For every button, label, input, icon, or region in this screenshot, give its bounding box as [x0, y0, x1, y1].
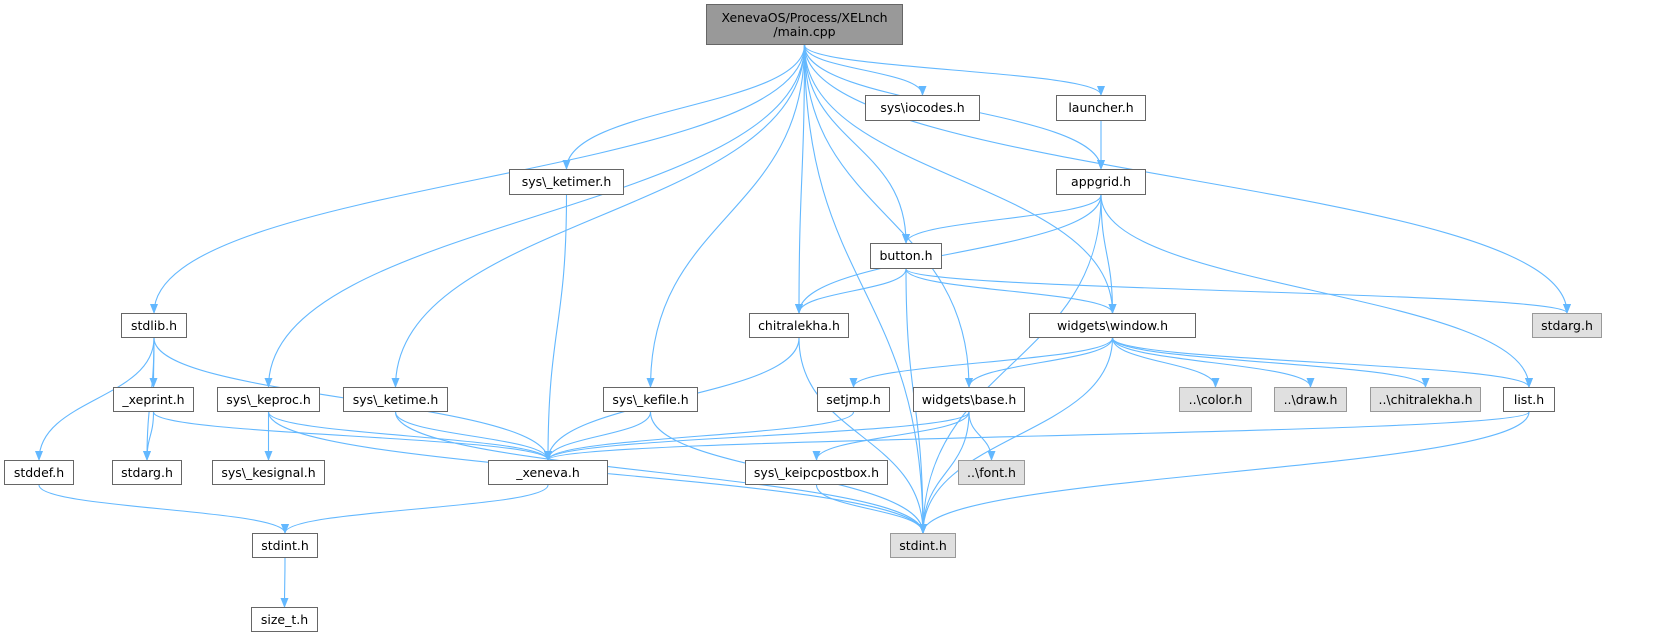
- edge-window-to-stdint_ext: [919, 337, 1114, 534]
- node-keproc[interactable]: sys\_keproc.h: [217, 387, 320, 412]
- edge-window-to-base: [965, 337, 1114, 388]
- edge-list-to-xeneva: [544, 411, 1530, 461]
- node-main[interactable]: XenevaOS/Process/XELnch /main.cpp: [706, 4, 903, 45]
- node-button[interactable]: button.h: [870, 243, 942, 269]
- node-stdint-ext[interactable]: stdint.h: [890, 533, 956, 558]
- node-launcher[interactable]: launcher.h: [1056, 95, 1146, 121]
- edge-chitralekha-to-stdint_ext: [798, 337, 927, 534]
- node-ketimer[interactable]: sys\_ketimer.h: [509, 169, 624, 195]
- node-xeprint[interactable]: _xeprint.h: [113, 387, 194, 412]
- edge-ipcpostbox-to-stdint_ext: [815, 484, 927, 534]
- edge-main-to-stdlib: [150, 44, 806, 314]
- node-kefile[interactable]: sys\_kefile.h: [603, 387, 698, 412]
- node-stdarg[interactable]: stdarg.h: [112, 460, 182, 485]
- edge-main-to-kefile: [646, 44, 806, 388]
- edge-main-to-launcher: [803, 44, 1105, 96]
- edge-xeneva-to-stdint: [281, 484, 549, 534]
- edge-list-to-stdint_ext: [919, 411, 1530, 534]
- edge-main-to-stdarg_ext: [803, 44, 1571, 314]
- node-ipcpostbox[interactable]: sys\_keipcpostbox.h: [745, 460, 888, 485]
- node-stdlib[interactable]: stdlib.h: [121, 313, 187, 338]
- node-stddef[interactable]: stddef.h: [4, 460, 74, 485]
- node-setjmp[interactable]: setjmp.h: [817, 387, 890, 412]
- edge-keproc-to-xeneva: [267, 411, 552, 461]
- edge-appgrid-to-chitralekha: [795, 194, 1102, 314]
- edge-stdint-to-size_t: [280, 557, 289, 608]
- node-draw[interactable]: ..\draw.h: [1274, 387, 1347, 412]
- edge-button-to-window: [905, 268, 1117, 314]
- edge-window-to-chitra_ext: [1111, 337, 1430, 388]
- edge-main-to-ketime: [391, 44, 806, 388]
- node-appgrid[interactable]: appgrid.h: [1056, 169, 1146, 195]
- node-iocodes[interactable]: sys\iocodes.h: [865, 95, 980, 121]
- node-color[interactable]: ..\color.h: [1179, 387, 1252, 412]
- node-base[interactable]: widgets\base.h: [913, 387, 1025, 412]
- node-kesignal[interactable]: sys\_kesignal.h: [212, 460, 325, 485]
- edge-ketime-to-xeneva: [394, 411, 552, 461]
- edge-main-to-iocodes: [803, 44, 927, 96]
- edge-window-to-color: [1111, 337, 1220, 388]
- edge-setjmp-to-xeneva: [544, 411, 855, 461]
- edge-button-to-stdarg_ext: [905, 268, 1571, 314]
- node-chitra-ext[interactable]: ..\chitralekha.h: [1370, 387, 1481, 412]
- edge-main-to-ketimer: [562, 44, 806, 170]
- edge-main-to-keproc: [264, 44, 806, 388]
- edge-xeprint-to-stdarg: [143, 411, 155, 461]
- edge-base-to-ipcpostbox: [812, 411, 970, 461]
- edge-stddef-to-stdint: [38, 484, 289, 534]
- edge-appgrid-to-button: [902, 194, 1102, 244]
- edge-base-to-font: [968, 411, 996, 461]
- edge-window-to-setjmp: [849, 337, 1114, 388]
- node-list[interactable]: list.h: [1503, 387, 1555, 412]
- edge-window-to-draw: [1111, 337, 1315, 388]
- node-chitralekha[interactable]: chitralekha.h: [749, 313, 849, 338]
- edge-main-to-chitralekha: [795, 44, 806, 314]
- edge-appgrid-to-stdint_ext: [919, 194, 1102, 534]
- node-font[interactable]: ..\font.h: [958, 460, 1025, 485]
- edge-appgrid-to-list: [1100, 194, 1533, 388]
- node-xeneva[interactable]: _xeneva.h: [488, 460, 608, 485]
- node-window[interactable]: widgets\window.h: [1029, 313, 1196, 338]
- edge-button-to-chitralekha: [795, 268, 907, 314]
- node-stdint[interactable]: stdint.h: [252, 533, 318, 558]
- edge-ketimer-to-xeneva: [544, 194, 568, 461]
- edge-base-to-xeneva: [544, 411, 970, 461]
- edge-main-to-base: [803, 44, 973, 388]
- edge-main-to-window: [803, 44, 1117, 314]
- edge-base-to-stdint_ext: [919, 411, 970, 534]
- edge-xeprint-to-xeneva: [152, 411, 552, 461]
- edge-main-to-button: [803, 44, 910, 244]
- edge-appgrid-to-window: [1100, 194, 1117, 314]
- node-size-t[interactable]: size_t.h: [251, 607, 318, 632]
- edge-ketime-to-stdint_ext: [394, 411, 927, 534]
- node-ketime[interactable]: sys\_ketime.h: [343, 387, 448, 412]
- node-stdarg-ext[interactable]: stdarg.h: [1532, 313, 1602, 338]
- edge-stdlib-to-stddef: [35, 337, 155, 461]
- edge-window-to-list: [1111, 337, 1533, 388]
